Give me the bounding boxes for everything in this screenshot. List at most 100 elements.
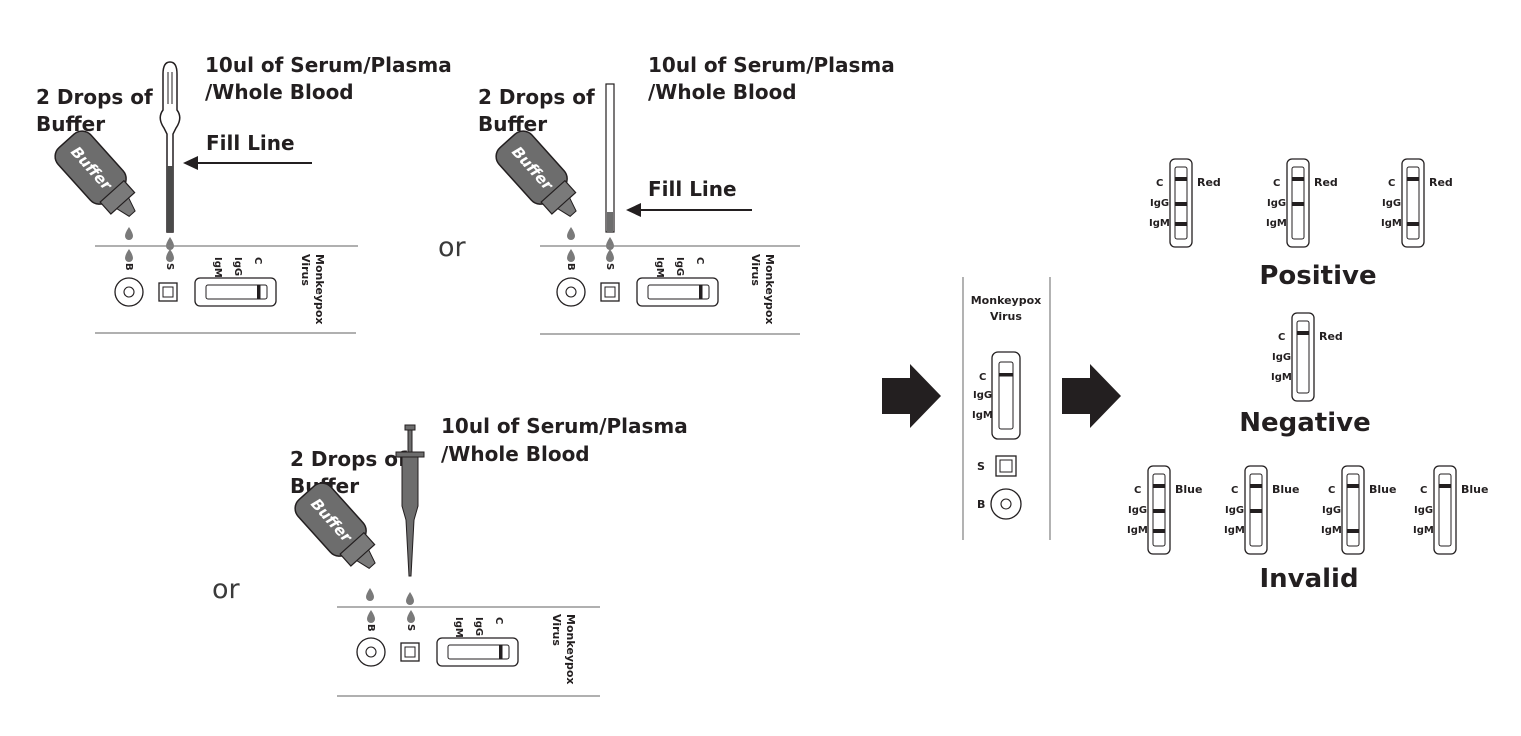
cassette-buffer-well-inner <box>1000 498 1012 510</box>
sample-label-line2: /Whole Blood <box>441 442 590 466</box>
well-s-label: S <box>604 263 615 270</box>
buffer-well-inner <box>365 646 377 658</box>
negative-label-c: C <box>1278 332 1285 343</box>
invalid-band-igg <box>1250 509 1262 513</box>
right-arrow-icon <box>1062 364 1121 428</box>
sample-drop-icon <box>166 237 174 250</box>
positive-strip <box>1406 166 1420 240</box>
invalid-label-igg: IgG <box>1414 505 1433 516</box>
invalid-band-igm <box>1153 529 1165 533</box>
positive-band-igm <box>1407 222 1419 226</box>
cassette-title-line1: Monkeypox <box>971 294 1042 307</box>
cassette-well-s-label: S <box>977 460 985 473</box>
invalid-color-label: Blue <box>1369 483 1396 496</box>
positive-label-igg: IgG <box>1150 198 1169 209</box>
buffer-bottle-icon: Buffer <box>495 130 577 217</box>
result-strip <box>647 284 710 300</box>
or-connector-1: or <box>438 232 467 263</box>
result-title-negative: Negative <box>1239 408 1370 438</box>
capillary-tube-icon <box>605 83 615 233</box>
fill-line-label: Fill Line <box>648 177 737 201</box>
positive-band-igg <box>1292 202 1304 206</box>
positive-label-igm: IgM <box>1381 218 1402 229</box>
strip-c-label: C <box>493 617 504 624</box>
device-name-line2: Virus <box>749 254 762 286</box>
invalid-label-igg: IgG <box>1128 505 1147 516</box>
result-strip <box>205 284 268 300</box>
buffer-drop-icon <box>366 588 374 601</box>
invalid-band-igg <box>1153 509 1165 513</box>
strip-igm-label: IgM <box>654 257 665 278</box>
positive-label-igm: IgM <box>1149 218 1170 229</box>
sample-label-line1: 10ul of Serum/Plasma <box>648 53 895 77</box>
drop-icon <box>125 249 133 262</box>
buffer-label-line2: Buffer <box>36 112 105 136</box>
positive-label-c: C <box>1388 178 1395 189</box>
strip-igg-label: IgG <box>232 257 243 276</box>
invalid-label-c: C <box>1328 485 1335 496</box>
invalid-label-c: C <box>1134 485 1141 496</box>
buffer-bottle-icon: Buffer <box>54 130 136 217</box>
strip-igm-label: IgM <box>212 257 223 278</box>
negative-label-igm: IgM <box>1271 372 1292 383</box>
c-band <box>699 285 703 299</box>
cassette-igg-label: IgG <box>973 390 992 401</box>
device-name-line1: Monkeypox <box>763 254 776 325</box>
drop-icon <box>567 249 575 262</box>
device-name-line1: Monkeypox <box>313 254 326 325</box>
drop-icon <box>367 610 375 623</box>
invalid-label-igm: IgM <box>1413 525 1434 536</box>
transfer-dropper-icon <box>159 61 181 233</box>
strip-igm-label: IgM <box>453 617 464 638</box>
positive-label-igm: IgM <box>1266 218 1287 229</box>
positive-band-c <box>1407 177 1419 181</box>
buffer-label-line2: Buffer <box>478 112 547 136</box>
buffer-label-line1: 2 Drops of <box>290 447 407 471</box>
strip-igg-label: IgG <box>674 257 685 276</box>
buffer-well-inner <box>565 286 577 298</box>
device-name-line2: Virus <box>550 614 563 646</box>
negative-band-c <box>1297 331 1309 335</box>
fill-line-label: Fill Line <box>206 131 295 155</box>
positive-band-c <box>1292 177 1304 181</box>
positive-color-label: Red <box>1197 176 1221 189</box>
buffer-label-line1: 2 Drops of <box>36 85 153 109</box>
cassette-c-band <box>999 373 1013 377</box>
sample-label-line2: /Whole Blood <box>648 80 797 104</box>
cassette-sample-well-inner <box>999 459 1013 473</box>
invalid-band-c <box>1250 484 1262 488</box>
positive-color-label: Red <box>1429 176 1453 189</box>
invalid-strip <box>1438 473 1452 547</box>
strip-c-label: C <box>694 257 705 264</box>
result-strip <box>447 644 510 660</box>
result-title-positive: Positive <box>1259 261 1376 291</box>
fill-line-arrow <box>183 156 312 170</box>
sample-label-line1: 10ul of Serum/Plasma <box>205 53 452 77</box>
cassette-well-b-label: B <box>977 498 985 511</box>
cassette-c-label: C <box>979 372 986 383</box>
buffer-drop-icon <box>567 227 575 240</box>
sample-label-line2: /Whole Blood <box>205 80 354 104</box>
right-arrow-icon <box>882 364 941 428</box>
strip-igg-label: IgG <box>473 617 484 636</box>
invalid-label-c: C <box>1231 485 1238 496</box>
negative-strip <box>1296 320 1310 394</box>
invalid-color-label: Blue <box>1461 483 1488 496</box>
well-s-label: S <box>405 624 416 631</box>
c-band <box>257 285 261 299</box>
pipette-icon <box>395 424 425 577</box>
buffer-label-line1: 2 Drops of <box>478 85 595 109</box>
invalid-label-c: C <box>1420 485 1427 496</box>
fill-line-arrow <box>626 203 752 217</box>
cassette-strip <box>998 361 1014 430</box>
invalid-band-c <box>1153 484 1165 488</box>
sample-well-inner <box>604 286 616 298</box>
negative-label-igg: IgG <box>1272 352 1291 363</box>
invalid-band-c <box>1439 484 1451 488</box>
negative-color-label: Red <box>1319 330 1343 343</box>
invalid-label-igm: IgM <box>1224 525 1245 536</box>
well-b-label: B <box>123 263 134 271</box>
panel-pipette: 2 Drops of Buffer 10ul of Serum/Plasma /… <box>290 414 688 697</box>
positive-label-c: C <box>1273 178 1280 189</box>
